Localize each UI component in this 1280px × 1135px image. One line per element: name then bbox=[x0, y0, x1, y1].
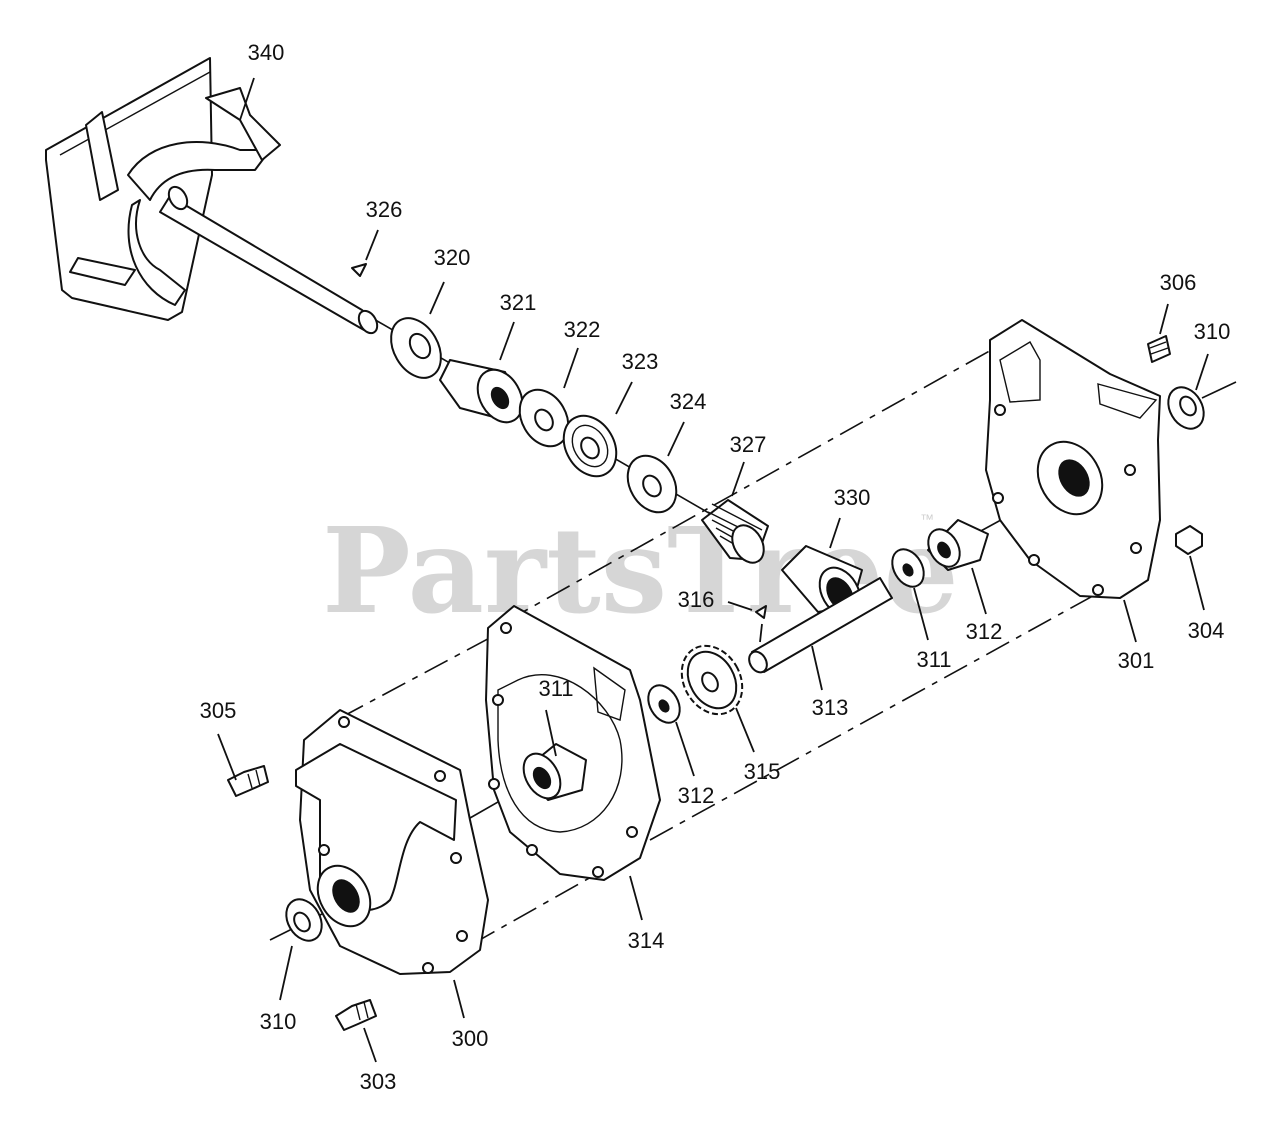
flange-washer bbox=[390, 317, 442, 379]
flange-bearing-left bbox=[285, 898, 323, 942]
label-313: 313 bbox=[812, 695, 849, 720]
thrust-washer bbox=[518, 388, 570, 448]
label-310-top: 310 bbox=[1194, 319, 1231, 344]
shear-pin bbox=[351, 263, 367, 277]
gasket bbox=[485, 605, 661, 881]
label-321: 321 bbox=[500, 290, 537, 315]
washer-312-left bbox=[647, 684, 681, 724]
label-324: 324 bbox=[670, 389, 707, 414]
bushing-311-left bbox=[522, 743, 587, 801]
label-322: 322 bbox=[564, 317, 601, 342]
label-303: 303 bbox=[360, 1069, 397, 1094]
worm-gear bbox=[701, 499, 769, 564]
label-310-bottom: 310 bbox=[260, 1009, 297, 1034]
label-312-right: 311 bbox=[916, 647, 951, 672]
watermark-trademark: ™ bbox=[920, 511, 934, 527]
label-306: 306 bbox=[1160, 270, 1197, 295]
screw-303 bbox=[335, 999, 377, 1031]
label-304: 304 bbox=[1188, 618, 1225, 643]
screw-305 bbox=[227, 765, 269, 797]
key bbox=[755, 605, 767, 619]
leader-lines bbox=[217, 77, 1209, 1063]
bushing-311-right bbox=[927, 519, 989, 571]
label-320: 320 bbox=[434, 245, 471, 270]
label-330: 330 bbox=[834, 485, 871, 510]
label-340: 340 bbox=[248, 40, 285, 65]
needle-bearing bbox=[562, 414, 618, 478]
label-301: 301 bbox=[1118, 648, 1155, 673]
label-311-right: 312 bbox=[966, 619, 1003, 644]
watermark: PartsTree ™ bbox=[322, 501, 959, 640]
label-326: 326 bbox=[366, 197, 403, 222]
label-300: 300 bbox=[452, 1026, 489, 1051]
auger-impeller bbox=[45, 57, 379, 335]
label-314: 314 bbox=[628, 928, 665, 953]
label-327: 327 bbox=[730, 432, 767, 457]
gear-shaft bbox=[748, 577, 893, 674]
label-315: 315 bbox=[744, 759, 781, 784]
label-305: 305 bbox=[200, 698, 237, 723]
washer-324 bbox=[626, 454, 678, 514]
gear-housing-right bbox=[985, 319, 1161, 599]
washer-312-right bbox=[891, 548, 925, 588]
label-311-left: 311 bbox=[538, 676, 573, 701]
label-316: 316 bbox=[678, 587, 715, 612]
label-323: 323 bbox=[622, 349, 659, 374]
watermark-text: PartsTree bbox=[322, 501, 959, 640]
label-312-left: 312 bbox=[678, 783, 715, 808]
gear-housing-left bbox=[295, 709, 489, 975]
flange-bearing-right bbox=[1167, 386, 1205, 430]
assembly-lines bbox=[339, 343, 1101, 969]
screw-306 bbox=[1147, 335, 1171, 363]
nut bbox=[1175, 525, 1203, 555]
part-labels: 340 326 320 321 322 323 324 327 330 306 … bbox=[200, 40, 1231, 1094]
spur-gear bbox=[680, 644, 744, 716]
bearing-321 bbox=[439, 359, 524, 424]
